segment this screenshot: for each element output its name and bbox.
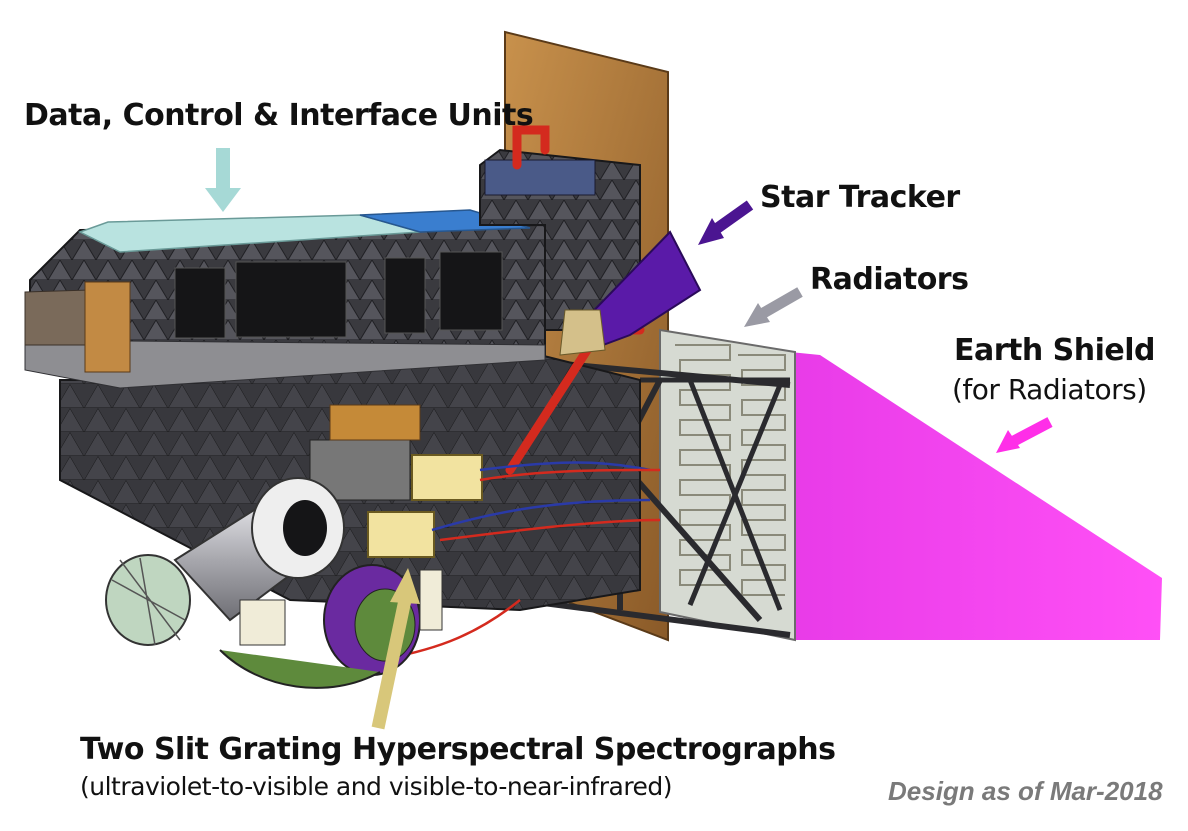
- earth-shield: [790, 352, 1162, 640]
- left-bracket: [84, 281, 131, 373]
- cables: [379, 461, 661, 662]
- label-dciu: Data, Control & Interface Units: [24, 98, 534, 133]
- electronics-bays: [174, 251, 503, 339]
- arrow-star-tracker: [698, 200, 754, 245]
- arrow-earth-shield: [996, 417, 1053, 453]
- label-earth-shield-sub: (for Radiators): [952, 373, 1147, 406]
- arrow-spectrographs: [371, 568, 420, 730]
- design-date-credit: Design as of Mar-2018: [888, 776, 1163, 806]
- spectrograph-electronics-2: [367, 511, 435, 558]
- label-earth-shield: Earth Shield: [954, 333, 1156, 368]
- label-spectrographs-sub: (ultraviolet-to-visible and visible-to-n…: [80, 772, 673, 801]
- left-enclosure: [24, 289, 91, 346]
- label-spectrographs: Two Slit Grating Hyperspectral Spectrogr…: [80, 732, 836, 767]
- arrow-radiators: [744, 287, 803, 327]
- arrow-dciu: [205, 148, 241, 212]
- tower-blue-box: [484, 159, 596, 196]
- spectrograph-gold-block: [329, 404, 421, 441]
- spectrograph-electronics-1: [411, 454, 483, 501]
- label-radiators: Radiators: [810, 262, 969, 297]
- upper-ledge: [24, 339, 546, 389]
- label-star-tracker: Star Tracker: [760, 180, 960, 215]
